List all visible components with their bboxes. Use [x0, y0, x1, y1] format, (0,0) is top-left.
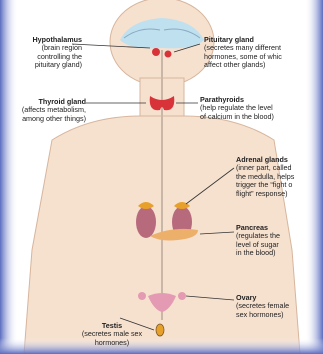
label-ovary: Ovary (secretes female sex hormones): [236, 294, 316, 319]
label-pituitary: Pituitary gland (secretes many different…: [204, 36, 322, 70]
pituitary-gland: [165, 51, 172, 58]
label-pancreas: Pancreas (regulates the level of sugar i…: [236, 224, 316, 258]
ovary-desc-2: sex hormones): [236, 311, 316, 319]
label-testis: Testis (secretes male sex hormones): [52, 322, 172, 347]
pancreas-desc-3: in the blood): [236, 249, 316, 257]
label-hypothalamus: Hypothalamus (brain region controlling t…: [6, 36, 82, 70]
hypothalamus-desc-3: pituitary gland): [6, 61, 82, 69]
adrenal-desc-4: flight” response): [236, 190, 322, 198]
label-adrenal: Adrenal glands (inner part, called the m…: [236, 156, 322, 198]
thyroid-desc-2: among other things): [2, 115, 86, 123]
label-thyroid: Thyroid gland (affects metabolism, among…: [2, 98, 86, 123]
pituitary-desc-3: affect other glands): [204, 61, 322, 69]
label-parathyroids: Parathyroids (help regulate the level of…: [200, 96, 320, 121]
testis-desc-2: hormones): [52, 339, 172, 347]
hypothalamus-gland: [152, 48, 160, 56]
parathyroids-desc-2: of calcium in the blood): [200, 113, 320, 121]
